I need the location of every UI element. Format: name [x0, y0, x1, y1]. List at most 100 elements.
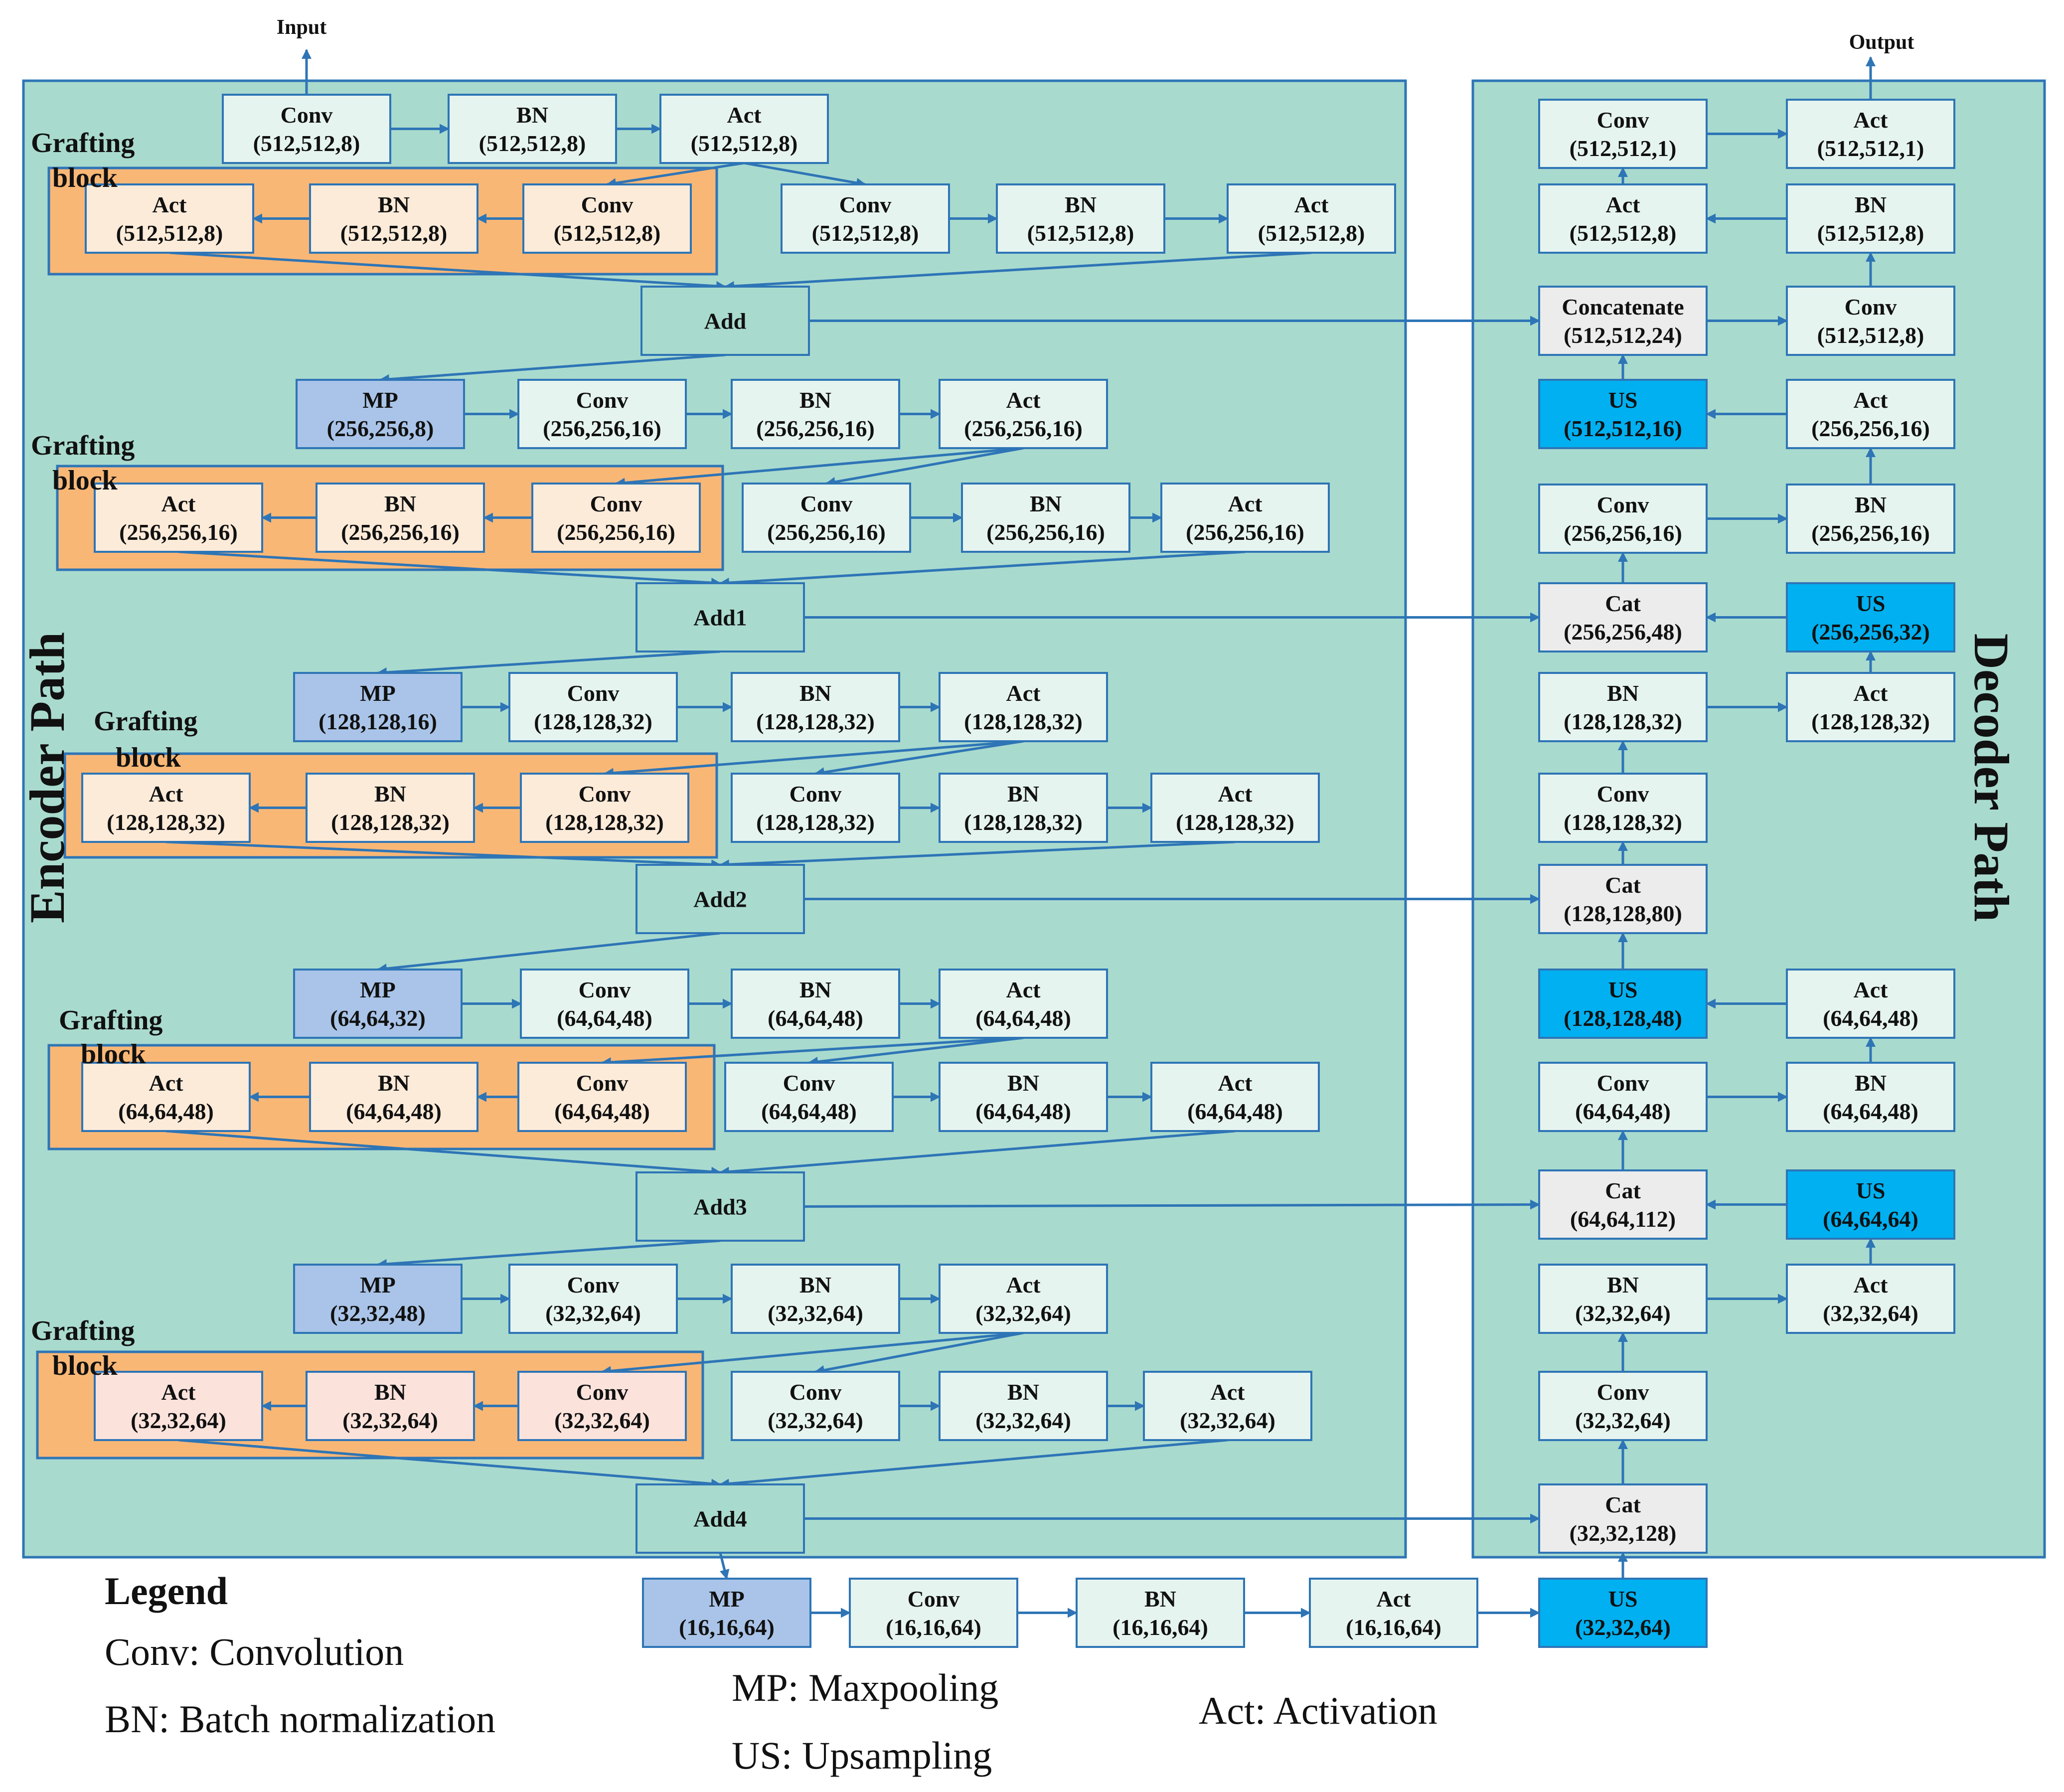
node-add3: Add3: [635, 1171, 805, 1242]
node-op-label: Act: [1854, 1272, 1889, 1298]
node-add1: Add1: [635, 582, 805, 652]
node-shape-label: (64,64,48): [768, 1005, 863, 1031]
node-op-label: BN: [378, 1070, 410, 1096]
node-op-label: Concatenate: [1562, 294, 1684, 320]
node-op-label: Conv: [1597, 781, 1649, 807]
node-box: [1538, 864, 1708, 934]
node-g4-conv: Conv(32,32,64): [517, 1371, 687, 1441]
node-box: [309, 1062, 478, 1132]
node-shape-label: (256,256,48): [1564, 619, 1682, 645]
node-op-label: BN: [516, 102, 548, 128]
node-op-label: Conv: [567, 680, 620, 706]
node-shape-label: (128,128,80): [1564, 901, 1682, 926]
node-op-label: Act: [1006, 680, 1041, 706]
node-b-conv: Conv(16,16,64): [849, 1578, 1018, 1648]
node-box: [309, 183, 478, 254]
node-box: [1538, 672, 1708, 742]
node-box: [640, 286, 810, 356]
node-e0-bn2: BN(512,512,8): [996, 183, 1165, 254]
node-box: [316, 483, 485, 553]
output-label: Output: [1849, 31, 1914, 54]
node-e3-conv: Conv(64,64,48): [520, 969, 689, 1039]
node-op-label: BN: [1030, 491, 1062, 516]
node-d2-act: Act(128,128,32): [1786, 672, 1955, 742]
node-d0-us: US(512,512,16): [1538, 379, 1708, 449]
node-d3-conv: Conv(64,64,48): [1538, 1062, 1708, 1132]
node-e1-bn: BN(256,256,16): [731, 379, 900, 449]
node-d2-conv: Conv(128,128,32): [1538, 773, 1708, 843]
node-g3-act: Act(64,64,48): [81, 1062, 251, 1132]
node-shape-label: (64,64,48): [1823, 1099, 1918, 1124]
node-g2-bn: BN(128,128,32): [306, 773, 475, 843]
node-shape-label: (32,32,128): [1570, 1520, 1677, 1546]
grafting-label-4-line1: Grafting: [31, 1315, 135, 1346]
node-box: [939, 1062, 1108, 1132]
node-op-label: BN: [1065, 192, 1097, 217]
node-op-label: BN: [1007, 781, 1039, 807]
node-shape-label: (256,256,16): [767, 519, 886, 545]
node-d0-conv: Conv(512,512,8): [1786, 286, 1955, 356]
legend-title: Legend: [105, 1569, 228, 1613]
node-g0-bn: BN(512,512,8): [309, 183, 478, 254]
node-box: [293, 672, 463, 742]
node-box: [1538, 1578, 1708, 1648]
node-box: [306, 773, 475, 843]
node-box: [731, 773, 900, 843]
grafting-label-4-line2: block: [52, 1350, 118, 1381]
node-d4-conv: Conv(32,32,64): [1538, 1371, 1708, 1441]
node-op-label: Act: [1854, 977, 1889, 1002]
node-op-label: Conv: [1845, 294, 1897, 320]
node-g3-bn: BN(64,64,48): [309, 1062, 478, 1132]
node-shape-label: (16,16,64): [679, 1615, 775, 1640]
node-d4-act: Act(32,32,64): [1786, 1264, 1955, 1334]
node-box: [522, 183, 692, 254]
node-box: [1538, 582, 1708, 652]
node-e1-act: Act(256,256,16): [939, 379, 1108, 449]
node-box: [939, 672, 1108, 742]
node-e3-bn2: BN(64,64,48): [939, 1062, 1108, 1132]
node-box: [635, 864, 805, 934]
node-shape-label: (128,128,32): [756, 709, 875, 734]
node-d2-cat: Cat(128,128,80): [1538, 864, 1708, 934]
node-e0-act2: Act(512,512,8): [1227, 183, 1396, 254]
node-d1-conv: Conv(256,256,16): [1538, 484, 1708, 554]
node-op-label: Act: [1218, 781, 1253, 807]
node-shape-label: (128,128,32): [756, 810, 875, 835]
node-e1-act2: Act(256,256,16): [1160, 483, 1330, 553]
node-add4: Add4: [635, 1483, 805, 1554]
node-op-label: Conv: [576, 1070, 629, 1096]
node-e1-conv2: Conv(256,256,16): [742, 483, 911, 553]
grafting-label-1-line1: Grafting: [31, 430, 135, 461]
node-e2-act: Act(128,128,32): [939, 672, 1108, 742]
node-shape-label: (64,64,48): [1575, 1099, 1671, 1124]
node-op-label: Conv: [581, 192, 634, 217]
node-d3-cat: Cat(64,64,112): [1538, 1169, 1708, 1240]
node-box: [731, 1371, 900, 1441]
node-op-label: Add1: [693, 605, 747, 631]
node-box: [1786, 484, 1955, 554]
node-op-label: Add2: [693, 887, 747, 912]
node-d-out-act: Act(512,512,1): [1786, 99, 1955, 169]
node-box: [517, 1062, 687, 1132]
node-shape-label: (256,256,16): [1811, 520, 1930, 546]
edge-e0_act-g0_conv: [606, 162, 745, 188]
node-op-label: Act: [161, 1379, 196, 1405]
node-box: [1538, 969, 1708, 1039]
node-op-label: BN: [1144, 1586, 1176, 1612]
node-op-label: BN: [378, 192, 410, 217]
node-box: [1538, 1264, 1708, 1334]
node-shape-label: (512,512,8): [812, 220, 919, 246]
node-op-label: Conv: [1597, 1379, 1649, 1405]
node-op-label: Act: [1218, 1070, 1253, 1096]
node-d1-us: US(256,256,32): [1786, 582, 1955, 652]
node-shape-label: (256,256,16): [756, 416, 875, 441]
node-box: [85, 183, 254, 254]
edge-e2_act-e2_conv2: [814, 740, 1024, 778]
node-op-label: BN: [1855, 492, 1887, 517]
legend-conv: Conv: Convolution: [105, 1630, 404, 1673]
node-op-label: Act: [149, 1070, 184, 1096]
edge-add3-d3_cat: [803, 1199, 1540, 1210]
edge-e4_act-g4_conv: [601, 1331, 1024, 1376]
node-shape-label: (64,64,48): [975, 1005, 1071, 1031]
node-op-label: Act: [1854, 387, 1889, 413]
